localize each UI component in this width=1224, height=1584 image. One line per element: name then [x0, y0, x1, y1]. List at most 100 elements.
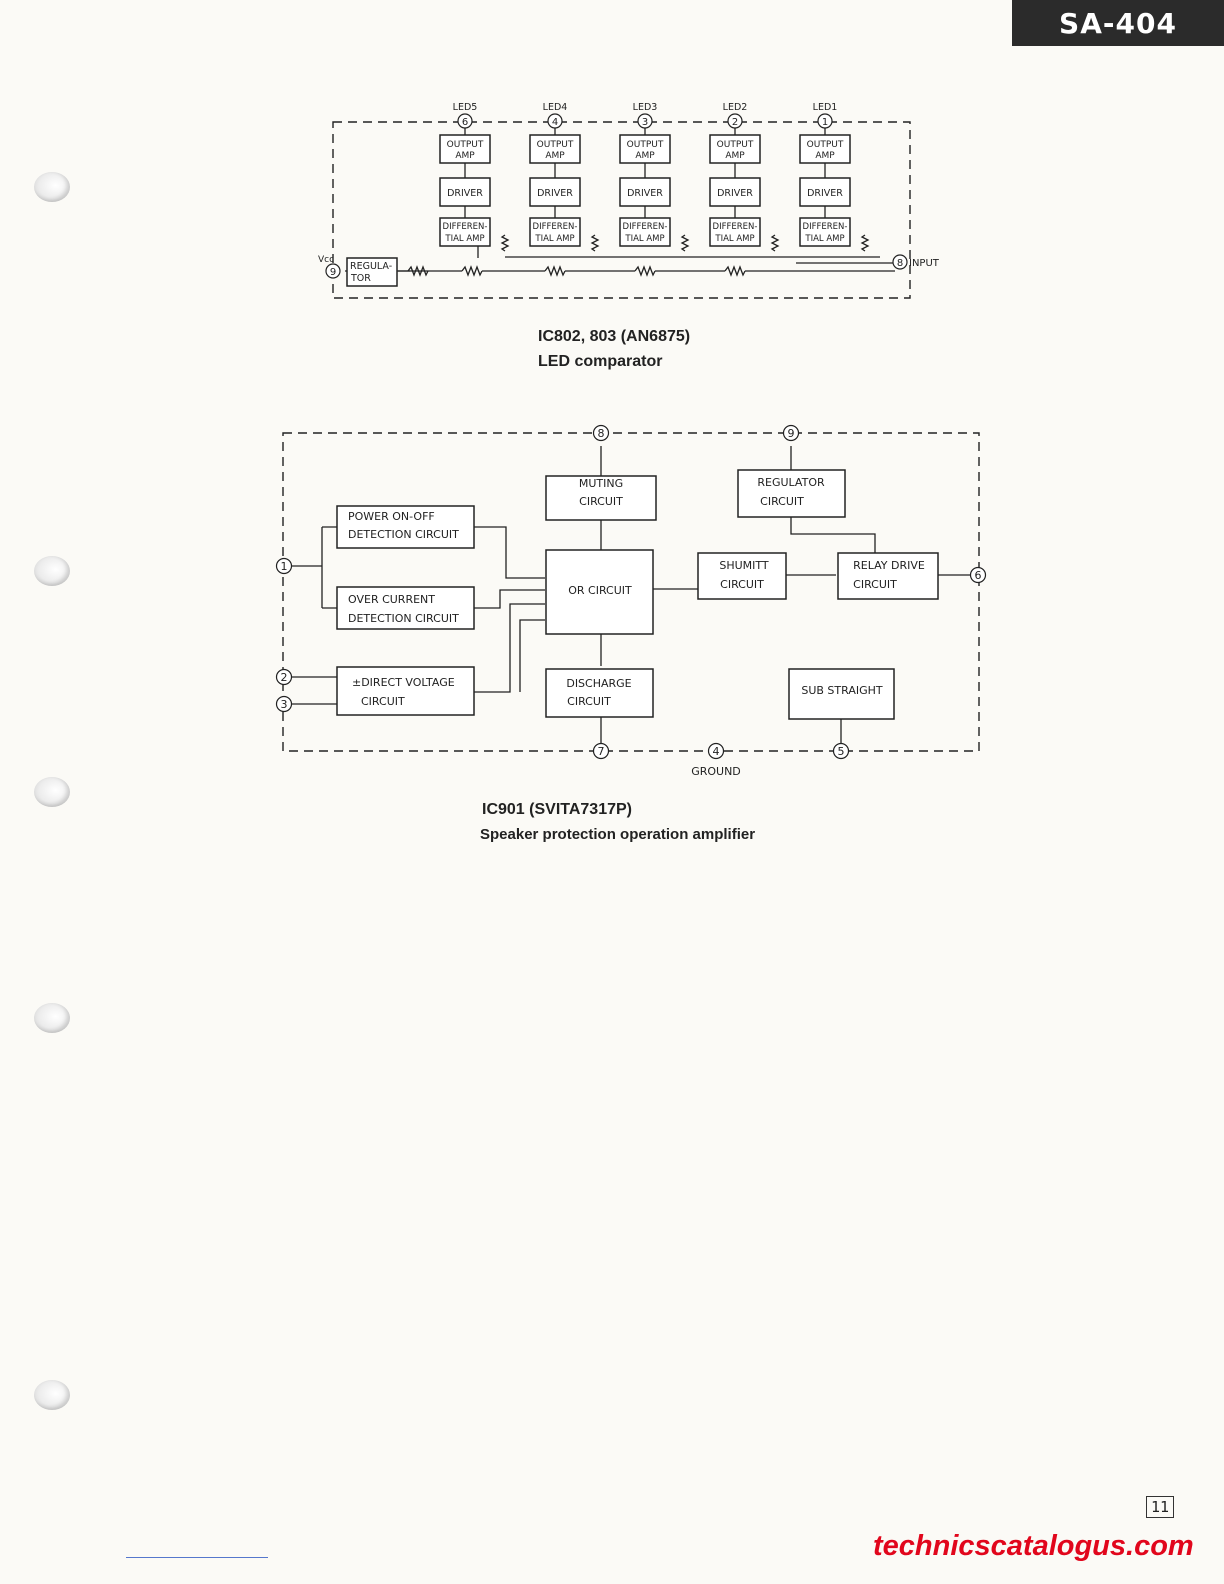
relay-drive-label: CIRCUIT — [853, 578, 897, 591]
ic901-pin-7-label: 7 — [598, 745, 605, 758]
ic802-pin-8-label: 8 — [897, 258, 903, 269]
regulator-block — [346, 257, 398, 287]
speaker-protection-boundary — [282, 432, 980, 752]
output-amp-label: AMP — [455, 151, 475, 161]
direct-voltage-label: CIRCUIT — [361, 695, 405, 708]
pin-number: 2 — [732, 117, 738, 128]
power-onoff-label: POWER ON-OFF — [348, 510, 435, 523]
power-onoff-label: DETECTION CIRCUIT — [348, 528, 459, 541]
led-label: LED1 — [813, 102, 838, 113]
output-amp-block — [529, 134, 581, 164]
output-amp-block — [439, 134, 491, 164]
direct-voltage-label: ±DIRECT VOLTAGE — [352, 676, 455, 689]
differential-amp-label: DIFFEREN- — [803, 222, 848, 232]
over-current-detection-block — [336, 586, 475, 630]
shumitt-circuit-block — [697, 552, 787, 600]
output-amp-label: AMP — [725, 151, 745, 161]
footer-rule — [126, 1557, 268, 1558]
muting-circuit-block — [545, 475, 657, 521]
led-comparator-diagram: Vcc 9 REGULA- TOR 8 INPUT LED5 6 OUTPUT … — [318, 102, 940, 299]
ic802-caption-subtitle: LED comparator — [538, 353, 663, 370]
binder-hole — [34, 1380, 70, 1410]
differential-amp-label: TIAL AMP — [714, 234, 754, 244]
ic901-caption-subtitle: Speaker protection operation amplifier — [480, 826, 756, 843]
direct-voltage-block — [336, 666, 475, 716]
regulator-circuit-label: CIRCUIT — [760, 495, 804, 508]
ic901-pin-5-label: 5 — [838, 745, 845, 758]
output-amp-label: AMP — [635, 151, 655, 161]
discharge-circuit-block — [545, 668, 654, 718]
driver-block — [709, 177, 761, 207]
ic901-pin-4-label: 4 — [713, 745, 720, 758]
sub-straight-label: SUB STRAIGHT — [801, 684, 883, 697]
led-label: LED3 — [633, 102, 658, 113]
discharge-label: DISCHARGE — [566, 677, 631, 690]
pin-number: 3 — [642, 117, 648, 128]
pin2-pin3-wire — [290, 676, 337, 705]
differential-amp-block — [439, 217, 491, 247]
pin-number: 6 — [462, 117, 468, 128]
ic901-pin-2-label: 2 — [281, 671, 288, 684]
differential-amp-label: TIAL AMP — [624, 234, 664, 244]
ic901-pin-1 — [275, 557, 293, 575]
shumitt-label: CIRCUIT — [720, 578, 764, 591]
muting-label: MUTING — [579, 477, 623, 490]
ic802-pin-9-label: 9 — [330, 267, 336, 278]
driver-label: DRIVER — [447, 188, 483, 199]
over-current-label: OVER CURRENT — [348, 593, 435, 606]
differential-amp-label: DIFFEREN- — [623, 222, 668, 232]
vcc-label: Vcc — [318, 255, 334, 265]
differential-amp-label: DIFFEREN- — [443, 222, 488, 232]
muting-label: CIRCUIT — [579, 495, 623, 508]
differential-amp-block — [619, 217, 671, 247]
output-amp-label: OUTPUT — [717, 140, 754, 150]
pin-number: 1 — [822, 117, 828, 128]
binder-hole — [34, 172, 70, 202]
output-amp-label: OUTPUT — [447, 140, 484, 150]
output-amp-block — [619, 134, 671, 164]
ic901-pin-6-label: 6 — [975, 569, 982, 582]
model-tag: SA-404 — [1012, 0, 1224, 46]
differential-amp-label: DIFFEREN- — [533, 222, 578, 232]
over-current-label: DETECTION CIRCUIT — [348, 612, 459, 625]
relay-drive-label: RELAY DRIVE — [853, 559, 925, 572]
output-amp-label: AMP — [545, 151, 565, 161]
binder-hole — [34, 777, 70, 807]
led-label: LED5 — [453, 102, 478, 113]
led-channel-3: LED3 3 OUTPUT AMP DRIVER DIFFEREN- TIAL … — [619, 102, 690, 252]
shumitt-label: SHUMITT — [719, 559, 769, 572]
ic901-pin-1-label: 1 — [281, 560, 288, 573]
ic901-pin-9-label: 9 — [788, 427, 795, 440]
ground-label: GROUND — [691, 765, 741, 778]
bias-resistor — [500, 234, 510, 252]
ladder-resistor — [544, 265, 566, 277]
ic802-pin-9 — [325, 263, 341, 279]
bias-resistor — [860, 234, 870, 252]
ic901-pin-8-label: 8 — [598, 427, 605, 440]
ladder-resistor — [634, 265, 656, 277]
regulator-label: REGULA- — [350, 261, 392, 272]
sub-straight-block — [788, 668, 895, 720]
differential-amp-label: DIFFEREN- — [713, 222, 758, 232]
ic901-pin-4 — [707, 742, 725, 760]
output-amp-block — [709, 134, 761, 164]
bias-resistor — [770, 234, 780, 252]
differential-amp-label: TIAL AMP — [804, 234, 844, 244]
driver-block — [619, 177, 671, 207]
output-amp-label: AMP — [815, 151, 835, 161]
pin1-wire — [290, 526, 337, 609]
ic901-pin-5 — [832, 742, 850, 760]
page-number: 11 — [1146, 1496, 1174, 1518]
regulator-circuit-label: REGULATOR — [757, 476, 825, 489]
led-channel-2: LED2 2 OUTPUT AMP DRIVER DIFFEREN- TIAL … — [709, 102, 780, 252]
ladder-resistor — [407, 265, 429, 277]
power-to-or-wire — [474, 526, 545, 579]
overcurrent-to-or-wire — [474, 589, 545, 609]
or-circuit-label: OR CIRCUIT — [568, 584, 632, 597]
input-label: INPUT — [909, 258, 940, 269]
binder-hole — [34, 1003, 70, 1033]
differential-amp-label: TIAL AMP — [534, 234, 574, 244]
watermark-link[interactable]: technicscatalogus.com — [873, 1530, 1194, 1562]
output-amp-label: OUTPUT — [537, 140, 574, 150]
driver-block — [799, 177, 851, 207]
